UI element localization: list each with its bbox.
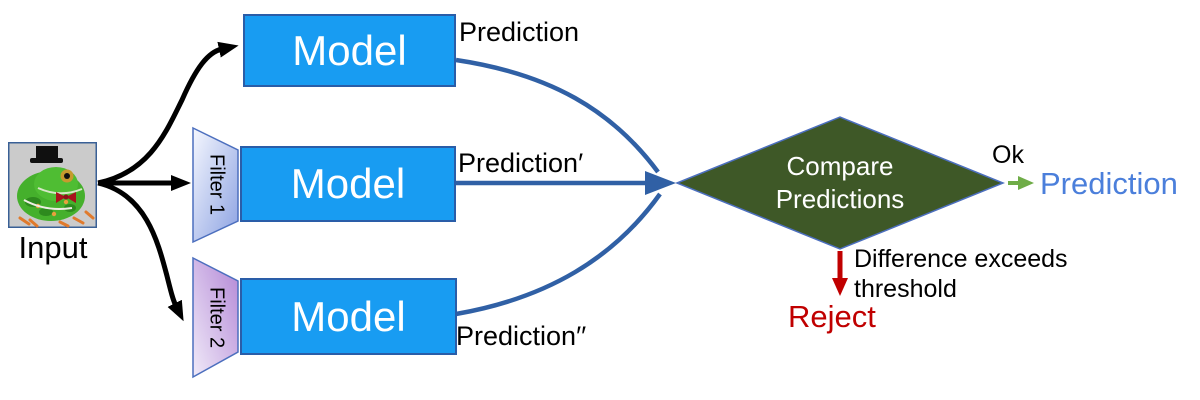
merge-arrowhead-icon (645, 171, 676, 195)
model-box-2: Model (240, 146, 456, 222)
filter1-shape (192, 126, 239, 244)
accepted-prediction-label: Prediction (1040, 166, 1178, 201)
prediction-label-top: Prediction (459, 17, 580, 47)
filter-1-label: Filter 1 (205, 154, 228, 216)
reject-label: Reject (788, 299, 876, 334)
model-box-1: Model (243, 14, 456, 87)
model-2-label: Model (290, 160, 406, 207)
reject-condition-line-2: threshold (854, 275, 957, 303)
input-to-filter2-arrow (97, 180, 184, 322)
compare-line-2: Predictions (775, 184, 905, 214)
compare-line-1: Compare (786, 151, 894, 181)
model-3-label: Model (291, 292, 406, 340)
model1-prediction-curve (455, 57, 660, 174)
ok-label: Ok (992, 141, 1024, 169)
compare-predictions-diamond (675, 116, 1005, 250)
prediction-label-middle: Prediction′ (458, 148, 584, 178)
input-to-model1-arrow (97, 41, 239, 186)
model-box-3: Model (240, 278, 457, 355)
prediction-label-bottom: Prediction′′ (456, 321, 587, 351)
model-1-label: Model (292, 26, 407, 74)
filter-2-label: Filter 2 (205, 286, 228, 349)
reject-condition-line-1: Difference exceeds (854, 245, 1068, 273)
model3-prediction-curve (455, 192, 662, 317)
frog-input-image (8, 142, 97, 228)
input-label: Input (18, 230, 88, 265)
compare-predictions-label: Compare Predictions (727, 150, 953, 216)
filter2-shape (192, 256, 239, 379)
